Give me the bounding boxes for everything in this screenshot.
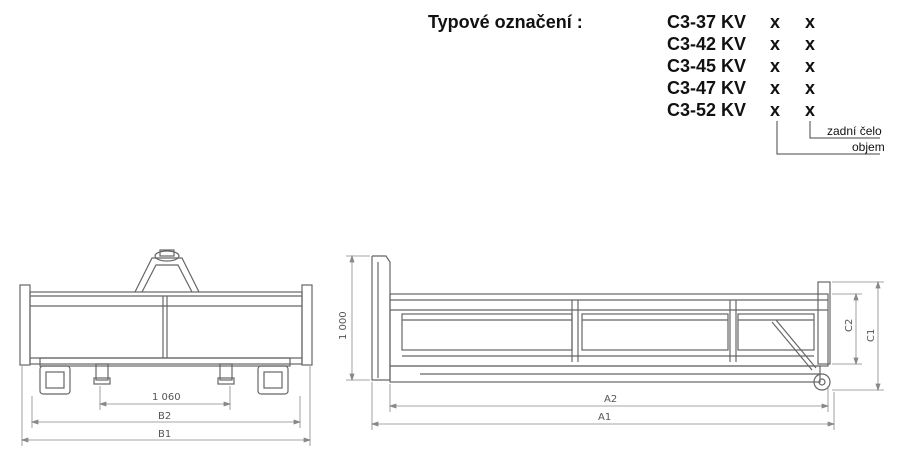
side-rear-wall (817, 281, 831, 365)
front-hook-frame (134, 257, 200, 293)
dim-a2: A2 (604, 394, 617, 405)
dim-b2: B2 (158, 411, 171, 422)
model-code: C3-37 KV (667, 12, 747, 32)
legend-volume: objem (852, 140, 885, 154)
model-mark-rear: x (805, 56, 816, 76)
side-dimensions (346, 254, 884, 430)
legend-rear-wall: zadní čelo (827, 124, 882, 138)
front-left-wheel (39, 365, 71, 395)
legend-leaders (776, 121, 880, 155)
model-code: C3-42 KV (667, 34, 747, 54)
model-mark-volume: x (770, 12, 781, 32)
dim-c1: C1 (866, 329, 877, 342)
rear-roller (813, 373, 831, 391)
model-mark-volume: x (770, 78, 781, 98)
front-right-post (301, 284, 313, 366)
model-mark-rear: x (805, 12, 816, 32)
model-mark-rear: x (805, 100, 816, 120)
side-view (371, 255, 831, 391)
dim-a1: A1 (598, 412, 611, 423)
model-mark-volume: x (770, 100, 781, 120)
front-rail-left (95, 363, 109, 381)
dim-b1: B1 (158, 429, 171, 440)
model-mark-volume: x (770, 34, 781, 54)
front-right-wheel (257, 365, 289, 395)
rear-lock-arm (771, 321, 813, 371)
side-hook-column (371, 255, 391, 381)
front-left-post (19, 284, 31, 366)
model-mark-volume: x (770, 56, 781, 76)
front-rail-right (219, 363, 233, 381)
type-designation-title: Typové označení : (428, 12, 583, 32)
model-code: C3-45 KV (667, 56, 747, 76)
model-code: C3-47 KV (667, 78, 747, 98)
model-code: C3-52 KV (667, 100, 747, 120)
front-body (29, 291, 303, 365)
dim-c2: C2 (844, 319, 855, 332)
model-mark-rear: x (805, 78, 816, 98)
front-hook-eye (154, 250, 180, 262)
front-dimensions (20, 366, 312, 446)
dim-1060: 1 060 (152, 392, 181, 403)
model-mark-rear: x (805, 34, 816, 54)
front-view (19, 249, 313, 395)
dim-height-1000: 1 000 (338, 311, 349, 340)
side-body (389, 293, 829, 367)
